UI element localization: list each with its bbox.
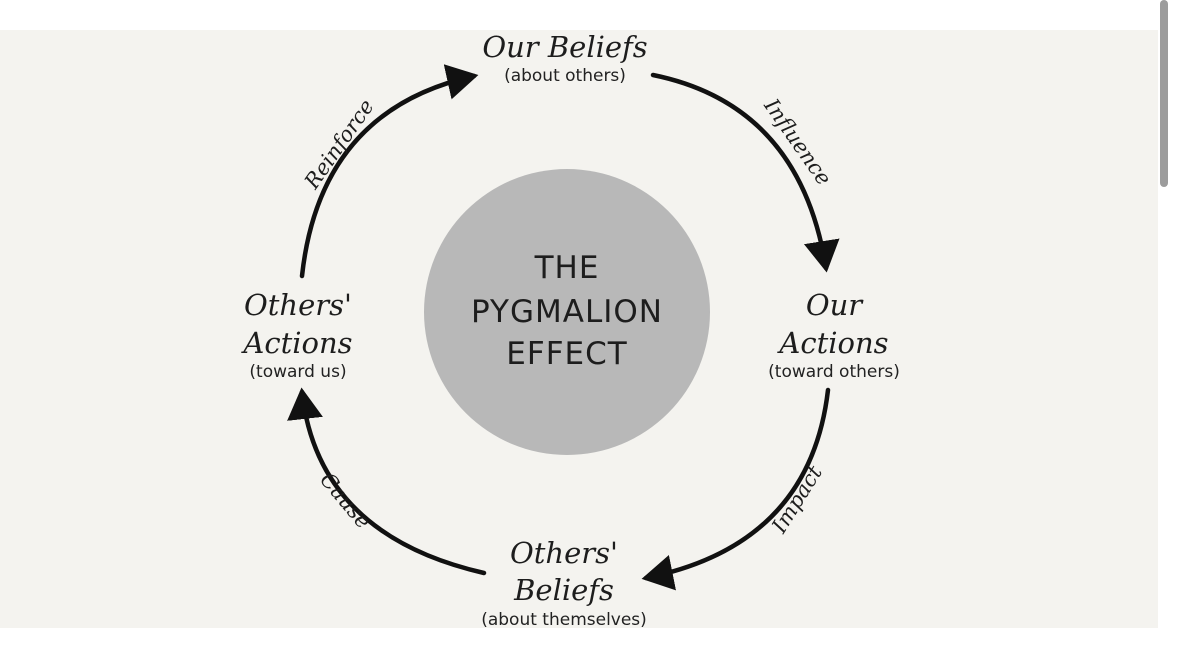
edge-label-reinforce: Reinforce [299,95,378,194]
center-title-line2: PYGMALION [471,294,663,330]
arrow-reinforce [299,64,479,279]
center-circle [424,169,710,455]
edge-label-impact: Impact [767,461,828,538]
arrow-cause [287,387,487,576]
node-our-beliefs-title: Our Beliefs [482,30,647,64]
node-our-actions-title-line2: Actions [776,326,888,360]
center-title-line3: EFFECT [506,336,627,372]
node-our-actions-title-line1: Our [806,288,864,322]
arrow-influence [650,72,840,273]
arrow-impact [641,387,831,591]
node-others-beliefs-sub: (about themselves) [481,610,647,630]
node-our-actions-sub: (toward others) [768,362,900,382]
center-title-line1: THE [534,250,600,286]
node-others-beliefs-title-line1: Others' [510,536,618,570]
node-others-actions-title-line1: Others' [244,288,352,322]
node-others-beliefs-title-line2: Beliefs [513,573,614,607]
scrollbar-thumb[interactable] [1160,0,1168,187]
node-our-beliefs-sub: (about others) [504,66,626,86]
node-others-actions-title-line2: Actions [240,326,352,360]
node-others-actions-sub: (toward us) [249,362,346,382]
edge-label-cause: Cause [315,468,375,533]
